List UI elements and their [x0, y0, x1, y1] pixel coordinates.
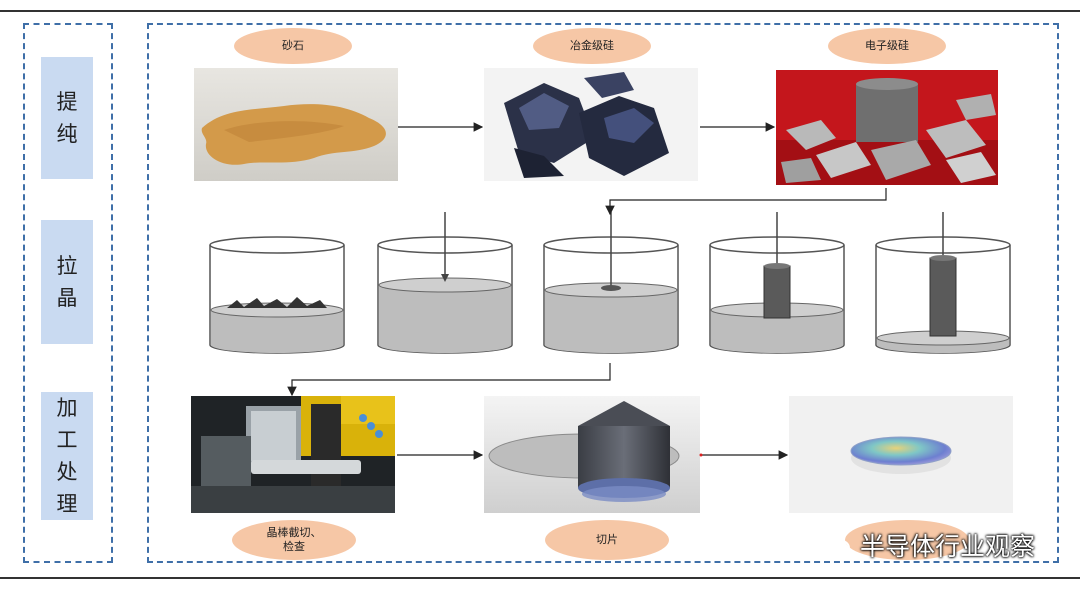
stage-char: 处	[56, 460, 78, 484]
stage-char: 加	[56, 396, 78, 420]
crucible-seed-lowering-image	[370, 210, 520, 360]
stage-column-frame	[23, 23, 113, 563]
process-diagram-frame	[147, 23, 1059, 563]
watermark-text: 半导体行业观察	[860, 532, 1036, 561]
label-ingot-cut-inspect: 晶棒截切、 检查	[232, 520, 356, 560]
stage-char: 晶	[56, 286, 78, 310]
sand-image	[194, 68, 398, 181]
label-sand: 砂石	[234, 28, 352, 64]
stage-char: 拉	[56, 254, 78, 278]
wafer-image	[789, 396, 1013, 513]
stage-char: 纯	[56, 122, 78, 146]
bottom-rule	[0, 577, 1080, 579]
label-wafer	[845, 520, 969, 560]
label-slicing: 切片	[545, 520, 669, 560]
electronic-silicon-image	[776, 70, 998, 185]
stage-char: 提	[56, 90, 78, 114]
label-metallurgical-silicon: 冶金级硅	[533, 28, 651, 64]
stage-char: 工	[56, 428, 78, 452]
metallurgical-silicon-image	[484, 68, 698, 181]
stage-processing: 加 工 处 理	[41, 392, 93, 520]
top-rule	[0, 10, 1080, 12]
crucible-melt-image	[202, 230, 352, 360]
ingot-cutting-machine-image	[191, 396, 395, 513]
stage-char: 理	[56, 492, 78, 516]
label-line: 检查	[283, 540, 305, 553]
stage-purification: 提 纯	[41, 57, 93, 179]
label-electronic-silicon: 电子级硅	[828, 28, 946, 64]
stage-crystal-pulling: 拉 晶	[41, 220, 93, 344]
watermark: 半导体行业观察	[818, 527, 1035, 563]
crucible-crystal-pulled-image	[868, 210, 1018, 360]
wechat-icon	[819, 532, 850, 557]
label-line: 晶棒截切、	[266, 526, 322, 539]
crucible-crystal-growing-image	[702, 210, 852, 360]
crucible-seed-contact-image	[536, 210, 686, 360]
wafer-slicing-image	[484, 396, 700, 513]
